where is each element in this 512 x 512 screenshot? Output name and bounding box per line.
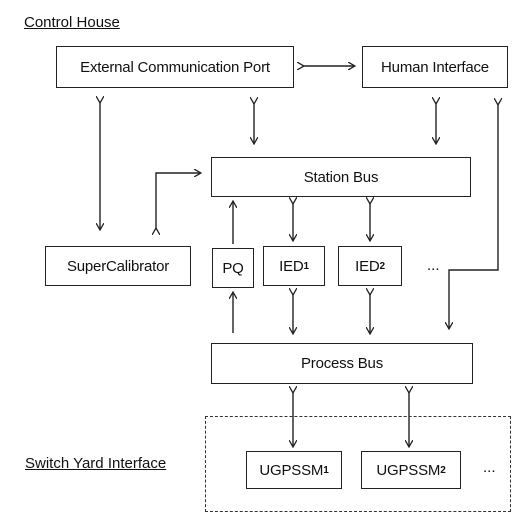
ugpssm1-subscript: 1	[323, 464, 329, 476]
ied2-subscript: 2	[379, 260, 386, 272]
external-communication-port-box: External Communication Port	[56, 46, 294, 88]
ugpssm1-label: UGPSSM	[259, 461, 324, 479]
ugpssm2-label: UGPSSM	[376, 461, 441, 479]
arrow-supercal-station	[156, 173, 200, 229]
arrow-human-process	[449, 104, 498, 328]
human-interface-box: Human Interface	[362, 46, 508, 88]
ugpssm-ellipsis: ...	[483, 459, 496, 476]
ied2-label: IED	[355, 257, 380, 275]
control-house-label: Control House	[24, 14, 120, 31]
process-bus-box: Process Bus	[211, 343, 473, 384]
pq-box: PQ	[212, 248, 254, 288]
ied1-subscript: 1	[303, 260, 310, 272]
ugpssm2-subscript: 2	[440, 464, 446, 476]
ied-ellipsis: ...	[427, 257, 440, 274]
supercalibrator-box: SuperCalibrator	[45, 246, 191, 286]
switch-yard-interface-label: Switch Yard Interface	[25, 455, 167, 472]
ied1-label: IED	[279, 257, 304, 275]
process-bus-label: Process Bus	[301, 355, 383, 372]
station-bus-box: Station Bus	[211, 157, 471, 197]
